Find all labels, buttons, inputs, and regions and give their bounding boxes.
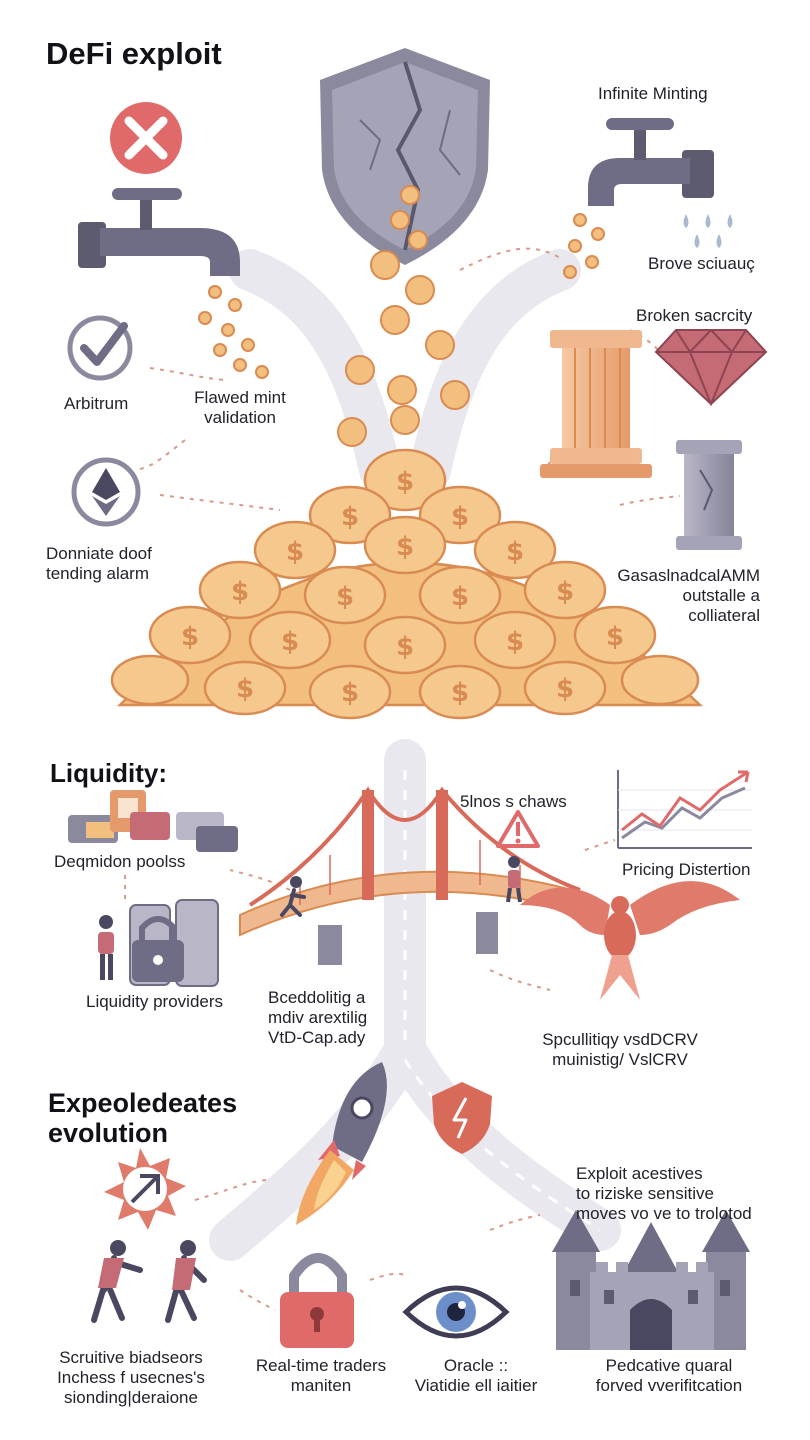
broken-shield-icon — [320, 48, 490, 265]
svg-text:$: $ — [396, 467, 414, 497]
ethereum-icon — [71, 457, 141, 527]
label-exploit-acestives: Exploit acestives to riziske sensitive m… — [576, 1164, 752, 1224]
svg-text:$: $ — [506, 537, 524, 567]
label-exploit-acc-line3: moves vo ve to trolotod — [576, 1204, 752, 1223]
coin-pile: $ $ $ $ $ $ $ $ $ $ $ $ $ $ $ $ $ $ $ — [110, 448, 704, 720]
label-exploit-acc-line2: to riziske sensitive — [576, 1184, 714, 1203]
label-gasas-line2: outstalle a — [682, 586, 761, 605]
label-realtime-line1: Real-time traders — [255, 1356, 387, 1375]
phoenix-icon — [520, 881, 740, 1000]
label-donate-line2: tending alarm — [46, 564, 150, 583]
label-flawed-mint-line2: validation — [204, 408, 276, 427]
label-pedative-line1: Pedcative quaral — [605, 1356, 733, 1375]
label-pricing-distortion: Pricing Distertion — [622, 860, 751, 879]
svg-text:$: $ — [556, 577, 574, 607]
heading-defi-exploit: DeFi exploit — [46, 36, 222, 71]
gem-icon — [654, 329, 768, 407]
label-brove-sciuaug: Brove sciuauç — [648, 254, 755, 273]
faucet-icon — [78, 188, 240, 276]
heading-evolution-line2: evolution — [48, 1118, 168, 1148]
label-bceddolitig: Bceddolitig a mdiv arextilig VtD-Cap.ady — [268, 988, 367, 1048]
label-slnos-chaws: 5lnos s chaws — [460, 792, 567, 811]
lock-coins-icon — [129, 899, 219, 987]
svg-text:$: $ — [506, 627, 524, 657]
label-scuitive-line3: sionding|deraione — [64, 1388, 198, 1407]
label-pedative-line2: forved vverifitcation — [595, 1376, 743, 1395]
heading-liquidity: Liquidity: — [50, 758, 167, 788]
svg-text:$: $ — [341, 502, 359, 532]
person-icon — [98, 915, 114, 980]
faucet-icon-right — [588, 118, 733, 248]
x-circle-icon — [110, 102, 182, 174]
pillar-icon — [540, 330, 652, 478]
svg-text:$: $ — [451, 502, 469, 532]
castle-icon — [552, 1210, 750, 1350]
people-icon — [91, 1240, 207, 1323]
label-liquidity-providers: Liquidity providers — [86, 992, 224, 1011]
label-gasas-line1: GasaslnadcalAMM — [617, 566, 760, 585]
check-circle-icon — [67, 315, 133, 381]
label-realtime-line2: maniten — [290, 1376, 352, 1395]
svg-text:$: $ — [231, 577, 249, 607]
label-arbitrum: Arbitrum — [64, 394, 129, 413]
svg-text:$: $ — [451, 582, 469, 612]
label-gasas-amm: GasaslnadcalAMM outstalle a colliateral — [560, 566, 760, 626]
label-spcullitiqy: Spcullitiqy vsdDCRV muinistig/ VslCRV — [520, 1030, 720, 1070]
label-infinite-minting: Infinite Minting — [598, 84, 708, 103]
svg-text:$: $ — [286, 537, 304, 567]
label-scuitive-line2: Inchess f usecnes's — [57, 1368, 205, 1387]
svg-text:$: $ — [341, 678, 359, 708]
label-flawed-mint-line1: Flawed mint — [194, 388, 286, 407]
burst-icon — [104, 1148, 186, 1230]
label-oracle-line1: Oracle :: — [443, 1356, 509, 1375]
dotted-connectors — [124, 247, 681, 1311]
eye-icon — [402, 1285, 510, 1339]
road-dashes — [403, 770, 601, 1232]
label-scruitive: Scruitive biadseors Inchess f usecnes's … — [26, 1348, 236, 1408]
svg-text:$: $ — [556, 674, 574, 704]
svg-text:$: $ — [181, 622, 199, 652]
svg-text:$: $ — [396, 632, 414, 662]
warning-icon — [496, 810, 540, 848]
svg-text:$: $ — [236, 674, 254, 704]
label-bcedd-line1: Bceddolitig a — [268, 988, 366, 1007]
label-spculid-line1: Spcullitiqy vsdDCRV — [542, 1030, 698, 1049]
label-spculid-line2: muinistig/ VslCRV — [552, 1050, 688, 1069]
label-bcedd-line3: VtD-Cap.ady — [268, 1028, 366, 1047]
svg-text:$: $ — [451, 678, 469, 708]
label-bcedd-line2: mdiv arextilig — [268, 1008, 368, 1027]
svg-text:$: $ — [396, 532, 414, 562]
label-broken-security: Broken sacrcity — [636, 306, 753, 325]
heading-evolution: Expeoledeates evolution — [48, 1088, 237, 1148]
label-deqmidon-pools: Deqmidon poolss — [54, 852, 186, 871]
pool-card-icons — [68, 790, 238, 852]
label-scuitive-line1: Scruitive biadseors — [59, 1348, 203, 1367]
rocket-icon — [296, 1062, 387, 1225]
falling-coins — [198, 185, 605, 447]
label-donate-line1: Donniate doof — [46, 544, 152, 563]
label-donate: Donniate doof tending alarm — [46, 544, 152, 584]
pillar-icon-grey — [676, 440, 742, 550]
svg-text:$: $ — [606, 622, 624, 652]
shield-icon-red — [432, 1082, 492, 1154]
label-exploit-acc-line1: Exploit acestives — [576, 1164, 703, 1183]
svg-text:$: $ — [281, 627, 299, 657]
lock-icon — [280, 1253, 354, 1348]
label-gasas-line3: colliateral — [688, 606, 760, 625]
label-realtime-traders: Real-time traders maniten — [246, 1356, 396, 1396]
label-oracle: Oracle :: Viatidie ell iaitier — [396, 1356, 556, 1396]
svg-text:$: $ — [336, 582, 354, 612]
label-flawed-mint: Flawed mint validation — [180, 388, 300, 428]
heading-evolution-line1: Expeoledeates — [48, 1088, 238, 1118]
runner-icon — [280, 856, 522, 917]
label-pedcative: Pedcative quaral forved vverifitcation — [574, 1356, 764, 1396]
bridge-icon — [239, 786, 591, 965]
chart-icon — [617, 770, 752, 849]
label-oracle-line2: Viatidie ell iaitier — [414, 1376, 538, 1395]
